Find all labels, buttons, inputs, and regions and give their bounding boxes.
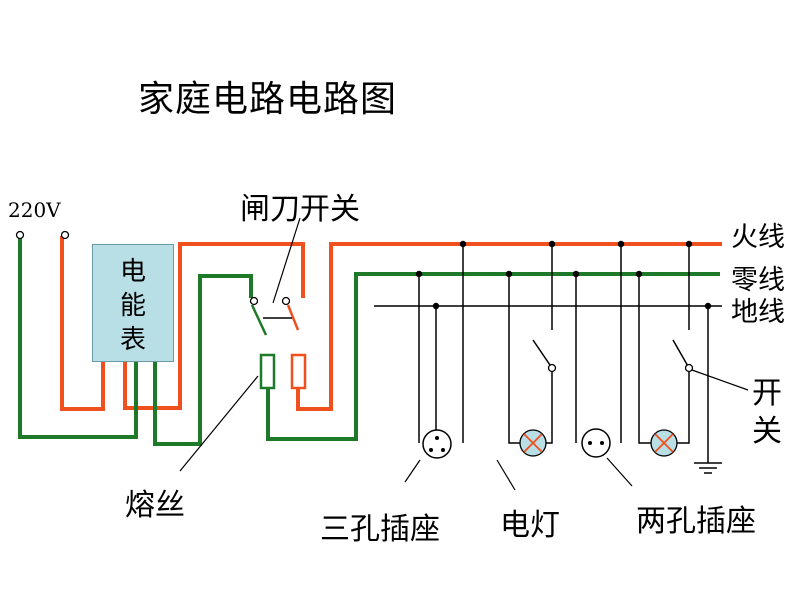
live-wire-meter-out <box>123 242 305 410</box>
lamp-2-switch <box>672 339 690 369</box>
neutral-wire-meter-out <box>153 274 253 446</box>
meter-char-1: 电 <box>119 257 146 287</box>
neutral-wire-label: 零线 <box>731 265 785 296</box>
two-hole-socket-pointer <box>606 457 633 487</box>
knife-blade-right <box>286 304 300 331</box>
lamp-2-icon <box>650 429 678 457</box>
junction-dots <box>415 240 712 310</box>
three-hole-socket-wiring <box>418 244 464 443</box>
lamp-1-switch <box>532 339 553 369</box>
knife-switch-label: 闸刀开关 <box>240 192 360 227</box>
page-title: 家庭电路电路图 <box>138 79 398 120</box>
switch-label-bottom: 关 <box>752 414 782 449</box>
lamp-2-switch-contact <box>684 363 694 373</box>
lamp-2-wiring <box>638 274 690 444</box>
neutral-wire-after-fuse <box>266 272 720 441</box>
knife-blade-left <box>250 304 268 336</box>
ground-electrode <box>694 306 722 474</box>
three-hole-socket-pointer <box>404 459 421 483</box>
three-hole-socket-label: 三孔插座 <box>320 512 440 547</box>
meter-char-2: 能 <box>119 291 146 321</box>
input-terminal-live <box>60 230 70 240</box>
live-wire-input <box>60 236 105 411</box>
lamp-1-switch-contact <box>547 363 557 373</box>
input-terminal-neutral <box>15 230 25 240</box>
ground-wire-label: 地线 <box>731 297 785 328</box>
lamp-1-icon <box>519 429 547 457</box>
knife-switch-contact-left <box>249 296 259 306</box>
two-hole-socket <box>581 428 611 458</box>
knife-switch-pointer <box>272 217 301 304</box>
lamp-pointer <box>496 459 516 491</box>
electric-meter: 电 能 表 <box>92 244 174 362</box>
voltage-label: 220V <box>8 198 61 222</box>
lamp-1-wiring <box>508 274 553 444</box>
three-hole-socket <box>422 429 452 459</box>
fuse-label: 熔丝 <box>125 488 185 523</box>
meter-char-3: 表 <box>119 325 146 355</box>
two-hole-socket-wiring <box>575 244 622 443</box>
knife-switch-contact-right <box>281 296 291 306</box>
fuse-right <box>290 353 307 390</box>
fuse-left <box>259 353 276 390</box>
live-wire-label: 火线 <box>731 222 785 253</box>
neutral-wire-input <box>18 236 138 439</box>
lamp-label: 电灯 <box>500 508 560 543</box>
live-wire-after-fuse <box>296 242 722 411</box>
switch-pointer <box>691 369 749 391</box>
switch-label-top: 开 <box>752 376 782 411</box>
fuse-pointer <box>179 375 259 472</box>
two-hole-socket-label: 两孔插座 <box>636 504 756 539</box>
